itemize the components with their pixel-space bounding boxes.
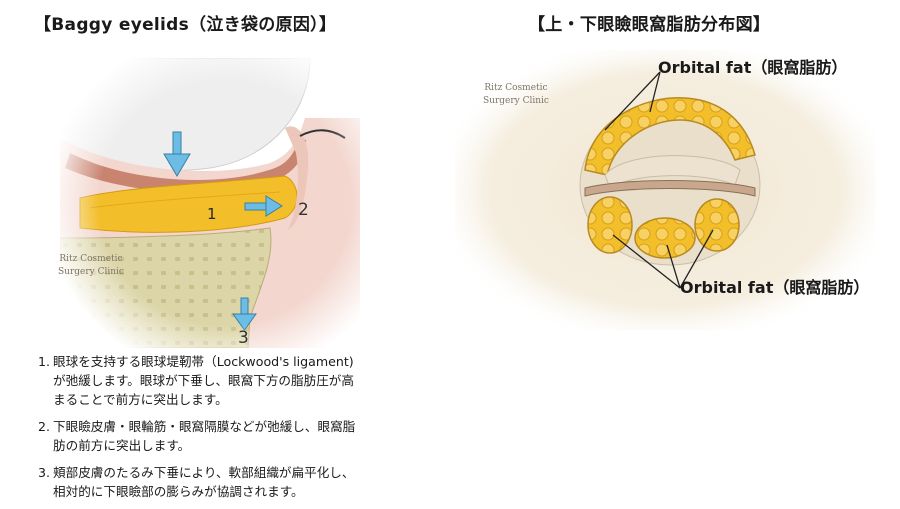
orbital-fat-label-top: Orbital fat（眼窩脂肪）	[658, 58, 848, 77]
eyelid-cross-section-illustration	[60, 58, 360, 348]
watermark-left: Ritz Cosmetic Surgery Clinic	[58, 254, 124, 277]
note-item: 3. 頬部皮膚のたるみ下垂により、軟部組織が扁平化し、 相対的に下眼瞼部の膨らみ…	[38, 465, 355, 499]
marker-1: 1	[207, 205, 217, 223]
note-item: 1. 眼球を支持する眼球堤靭帯（Lockwood's ligament) が弛緩…	[38, 354, 354, 407]
orbital-fat-label-bottom: Orbital fat（眼窩脂肪）	[680, 278, 870, 297]
watermark-right: Ritz Cosmetic Surgery Clinic	[483, 83, 549, 106]
marker-2: 2	[298, 200, 309, 220]
marker-3: 3	[238, 328, 249, 348]
note-item: 2. 下眼瞼皮膚・眼輪筋・眼窩隔膜などが弛緩し、眼窩脂 肪の前方に突出します。	[38, 419, 356, 453]
title-right: 【上・下眼瞼眼窩脂肪分布図】	[528, 15, 771, 35]
orbital-fat-distribution-illustration	[455, 50, 875, 330]
title-left: 【Baggy eyelids（泣き袋の原因）】	[34, 15, 337, 35]
cause-notes-list: 1. 眼球を支持する眼球堤靭帯（Lockwood's ligament) が弛緩…	[38, 352, 418, 509]
